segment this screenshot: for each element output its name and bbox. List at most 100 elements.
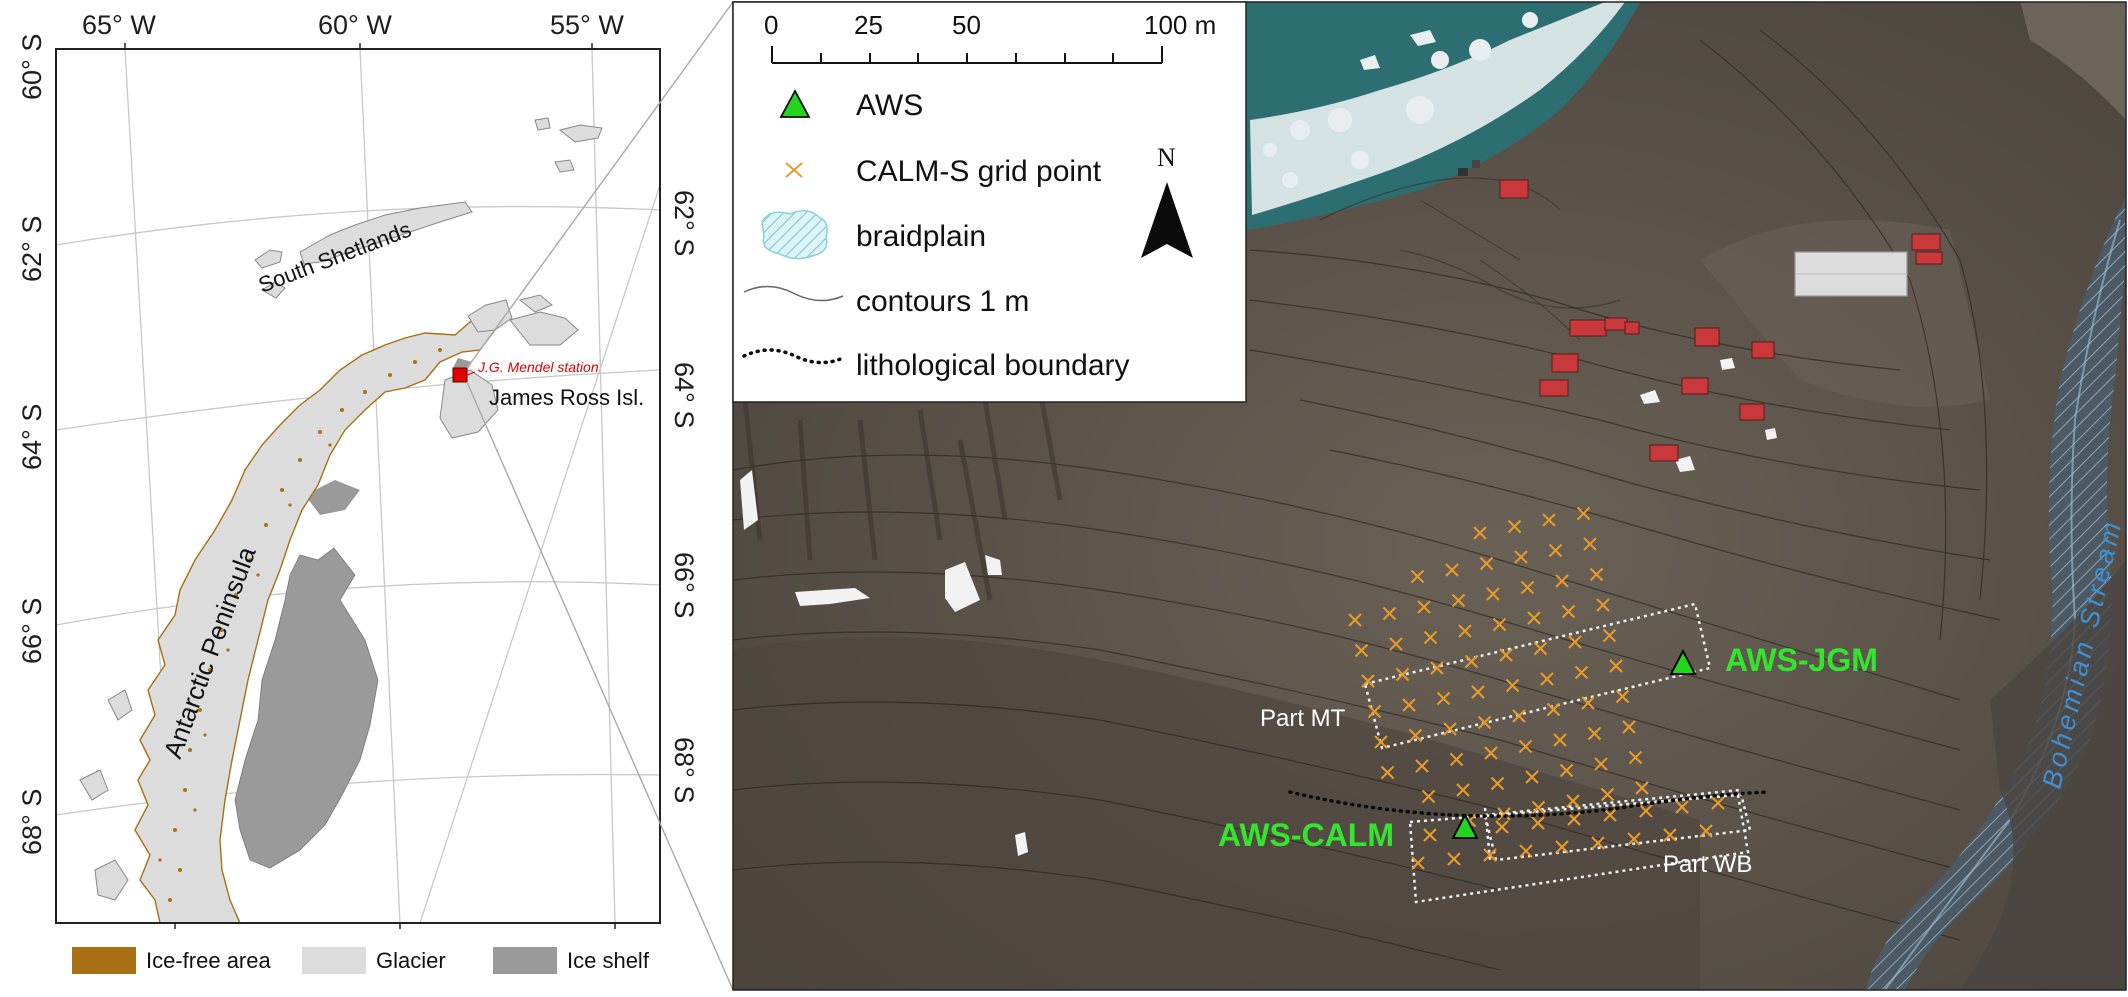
north-arrow-icon — [1141, 182, 1193, 258]
calm-grid-point — [1591, 836, 1605, 850]
aws-jgm-marker — [1669, 648, 1697, 675]
calm-grid-point — [1490, 776, 1505, 791]
lon-label-60w: 60° W — [318, 10, 392, 40]
calm-grid-point — [1410, 569, 1425, 584]
lat-left-60s: 60° S — [17, 34, 47, 100]
calm-grid-point — [1555, 574, 1569, 588]
scale-label-100m: 100 m — [1144, 10, 1216, 40]
calm-grid-point — [1458, 624, 1472, 638]
calm-grid-point — [1581, 696, 1595, 710]
calm-grid-point — [1449, 752, 1464, 767]
calm-grid-point — [1627, 832, 1641, 846]
lat-left-64s: 64° S — [17, 404, 47, 470]
calm-grid-point — [1436, 691, 1451, 706]
calm-grid-point — [1540, 672, 1554, 686]
lat-right-62s: 62° S — [669, 190, 699, 256]
calm-grid-point — [1587, 726, 1602, 741]
lat-right-68s: 68° S — [669, 737, 699, 803]
calm-grid-point — [1527, 611, 1541, 625]
scale-bar — [771, 46, 1163, 64]
calm-grid-point — [1622, 720, 1636, 734]
calm-grid-point — [1421, 789, 1436, 804]
calm-grid-point — [1380, 765, 1395, 780]
legend-litho-label: lithological boundary — [856, 349, 1130, 382]
calm-grid-point — [1483, 848, 1497, 862]
calm-grid-point — [1479, 556, 1494, 571]
legend-label-glacier: Glacier — [376, 948, 446, 973]
calm-grid-point — [1600, 787, 1615, 802]
legend-label-ice-shelf: Ice shelf — [567, 948, 650, 973]
contour-lines — [733, 29, 2001, 971]
part-mt-label: Part MT — [1260, 705, 1346, 732]
calm-grid-point — [1635, 781, 1649, 795]
scale-label-0: 0 — [764, 10, 778, 40]
calm-grid-point — [1464, 654, 1479, 669]
calm-grid-point — [1533, 641, 1548, 656]
calm-grid-point — [1639, 804, 1653, 818]
calm-grid-point — [1456, 783, 1470, 797]
calm-grid-point — [1574, 665, 1589, 680]
calm-grid-point — [1348, 613, 1362, 627]
calm-grid-point — [1417, 600, 1431, 614]
lat-right-64s: 64° S — [669, 362, 699, 428]
lat-right-66s: 66° S — [669, 552, 699, 618]
calm-grid-point — [1389, 637, 1403, 651]
lat-left-68s: 68° S — [17, 789, 47, 855]
calm-grid-point — [1548, 543, 1563, 558]
calm-grid-point — [1477, 715, 1492, 730]
buildings — [1458, 160, 1943, 462]
legend-calm-symbol — [785, 162, 803, 178]
calm-grid-point — [1473, 526, 1487, 540]
ice-shelf-area — [234, 547, 379, 869]
calm-grid-point — [1484, 746, 1498, 760]
snow-patches — [740, 358, 1777, 856]
calm-grid-point — [1531, 800, 1546, 815]
calm-grid-point — [1447, 852, 1461, 866]
lat-left-62s: 62° S — [17, 216, 47, 282]
label-station: J.G. Mendel station — [477, 359, 599, 375]
lon-label-55w: 55° W — [550, 10, 624, 40]
calm-grid-point — [1408, 728, 1423, 743]
lat-left-66s: 66° S — [17, 598, 47, 664]
calm-grid-point — [1361, 674, 1375, 688]
calm-grid-point — [1395, 667, 1410, 682]
calm-grid-point — [1555, 840, 1569, 854]
north-arrow-label: N — [1157, 143, 1176, 172]
label-island: James Ross Isl. — [489, 385, 644, 410]
aws-jgm-label: AWS-JGM — [1725, 642, 1878, 678]
calm-grid-point — [1382, 606, 1397, 621]
part-mt-outline — [1363, 602, 1712, 750]
calm-grid-point — [1507, 519, 1522, 534]
calm-grid-point — [1451, 593, 1466, 608]
calm-grid-point — [1519, 844, 1533, 858]
legend-braidplain-symbol — [761, 210, 828, 260]
legend-braidplain-label: braidplain — [856, 220, 986, 253]
calm-grid-point — [1711, 796, 1725, 810]
calm-grid-point — [1514, 550, 1528, 564]
calm-grid-point — [1512, 709, 1526, 723]
graticule — [56, 49, 660, 923]
calm-grid-point — [1583, 537, 1597, 551]
legend-litho-symbol — [742, 348, 845, 365]
calm-grid-point — [1559, 763, 1574, 778]
calm-grid-point — [1445, 563, 1459, 577]
calm-grid-point — [1443, 722, 1457, 736]
scale-label-25: 25 — [854, 10, 883, 40]
part-wb-label: Part WB — [1663, 851, 1752, 878]
calm-grid-point — [1520, 580, 1535, 595]
calm-grid-point — [1495, 820, 1509, 834]
calm-grid-point — [1546, 702, 1561, 717]
overview-legend: Ice-free area Glacier Ice shelf — [72, 947, 650, 974]
calm-grid-point — [1553, 733, 1567, 747]
legend-swatch-glacier — [302, 947, 366, 974]
legend-swatch-ice-free — [72, 947, 136, 974]
calm-grid-point — [1423, 630, 1438, 645]
legend-aws-label: AWS — [856, 89, 923, 122]
calm-grid-point — [1374, 735, 1388, 749]
calm-grid-point — [1542, 513, 1556, 527]
calm-grid-point — [1497, 807, 1511, 821]
station-marker — [452, 367, 468, 383]
calm-grid-points — [1348, 506, 1725, 870]
